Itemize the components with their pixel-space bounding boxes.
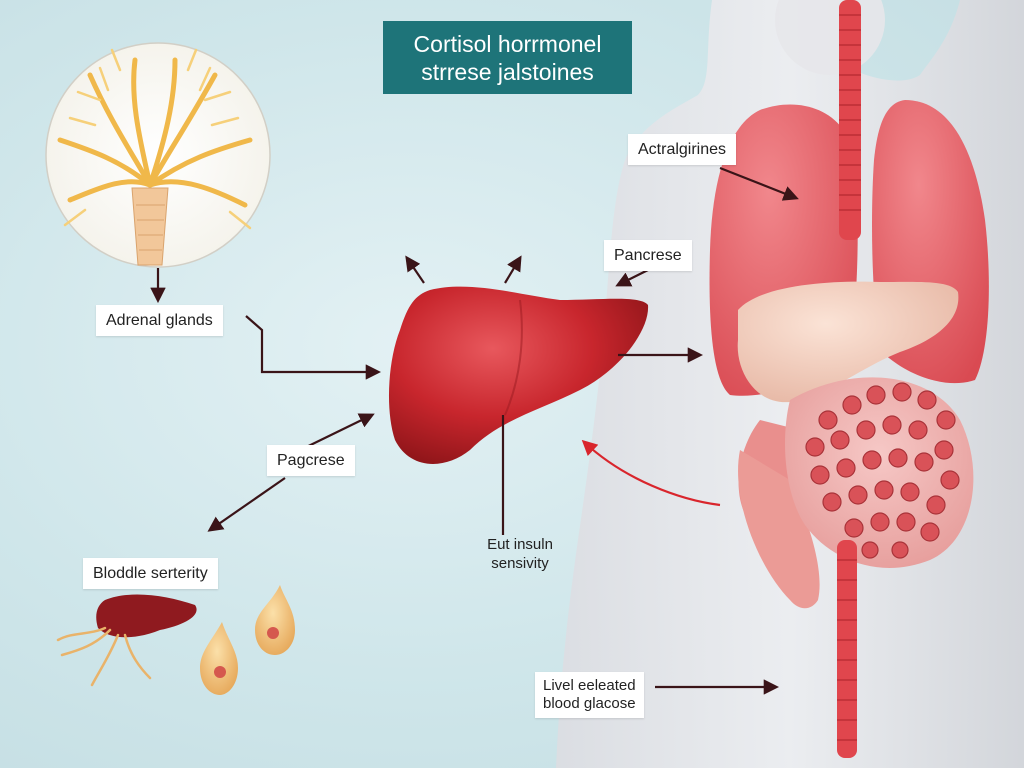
glucose-line-2: blood glacose bbox=[543, 695, 636, 712]
esophagus-icon bbox=[839, 0, 861, 240]
blood-vessel-icon bbox=[837, 540, 857, 758]
arrow-liver-up-right bbox=[504, 255, 522, 284]
label-pancreas-left: Pagcrese bbox=[267, 445, 355, 476]
arrow-to-lung bbox=[719, 166, 799, 201]
insulin-line-2: sensivity bbox=[491, 555, 549, 572]
arrow-to-stomach bbox=[615, 269, 649, 287]
glucose-line-1: Livel eeleated bbox=[543, 677, 636, 694]
arrow-to-bottom-left bbox=[207, 477, 286, 532]
adrenal-nerve-icon bbox=[45, 42, 271, 268]
adrenal-blob-icon bbox=[200, 622, 238, 695]
title-box: Cortisol horrmonel strrese jalstoines bbox=[383, 21, 632, 94]
label-insulin: Eut insuln sensivity bbox=[470, 535, 570, 573]
title-line-1: Cortisol horrmonel bbox=[413, 30, 602, 57]
title-line-2: strrese jalstoines bbox=[421, 58, 594, 85]
adrenal-blob-icon bbox=[255, 585, 295, 655]
pancreas-cluster-icon bbox=[738, 377, 974, 609]
label-top-right: Actralgirines bbox=[628, 134, 737, 165]
liver-icon bbox=[388, 286, 649, 464]
arrow-feedback-red bbox=[581, 439, 721, 507]
arrow-liver-up-left bbox=[405, 255, 425, 284]
label-bloodle: Bloddle serterity bbox=[83, 558, 218, 589]
label-adrenal-glands: Adrenal glands bbox=[96, 305, 223, 336]
label-glucose: Livel eeleated blood glacose bbox=[535, 672, 644, 718]
label-pancreas-right: Pancrese bbox=[604, 240, 692, 271]
stomach-icon bbox=[737, 281, 959, 403]
small-liver-icon bbox=[56, 594, 197, 687]
arrow-to-liver bbox=[245, 315, 382, 380]
insulin-line-1: Eut insuln bbox=[487, 536, 553, 553]
